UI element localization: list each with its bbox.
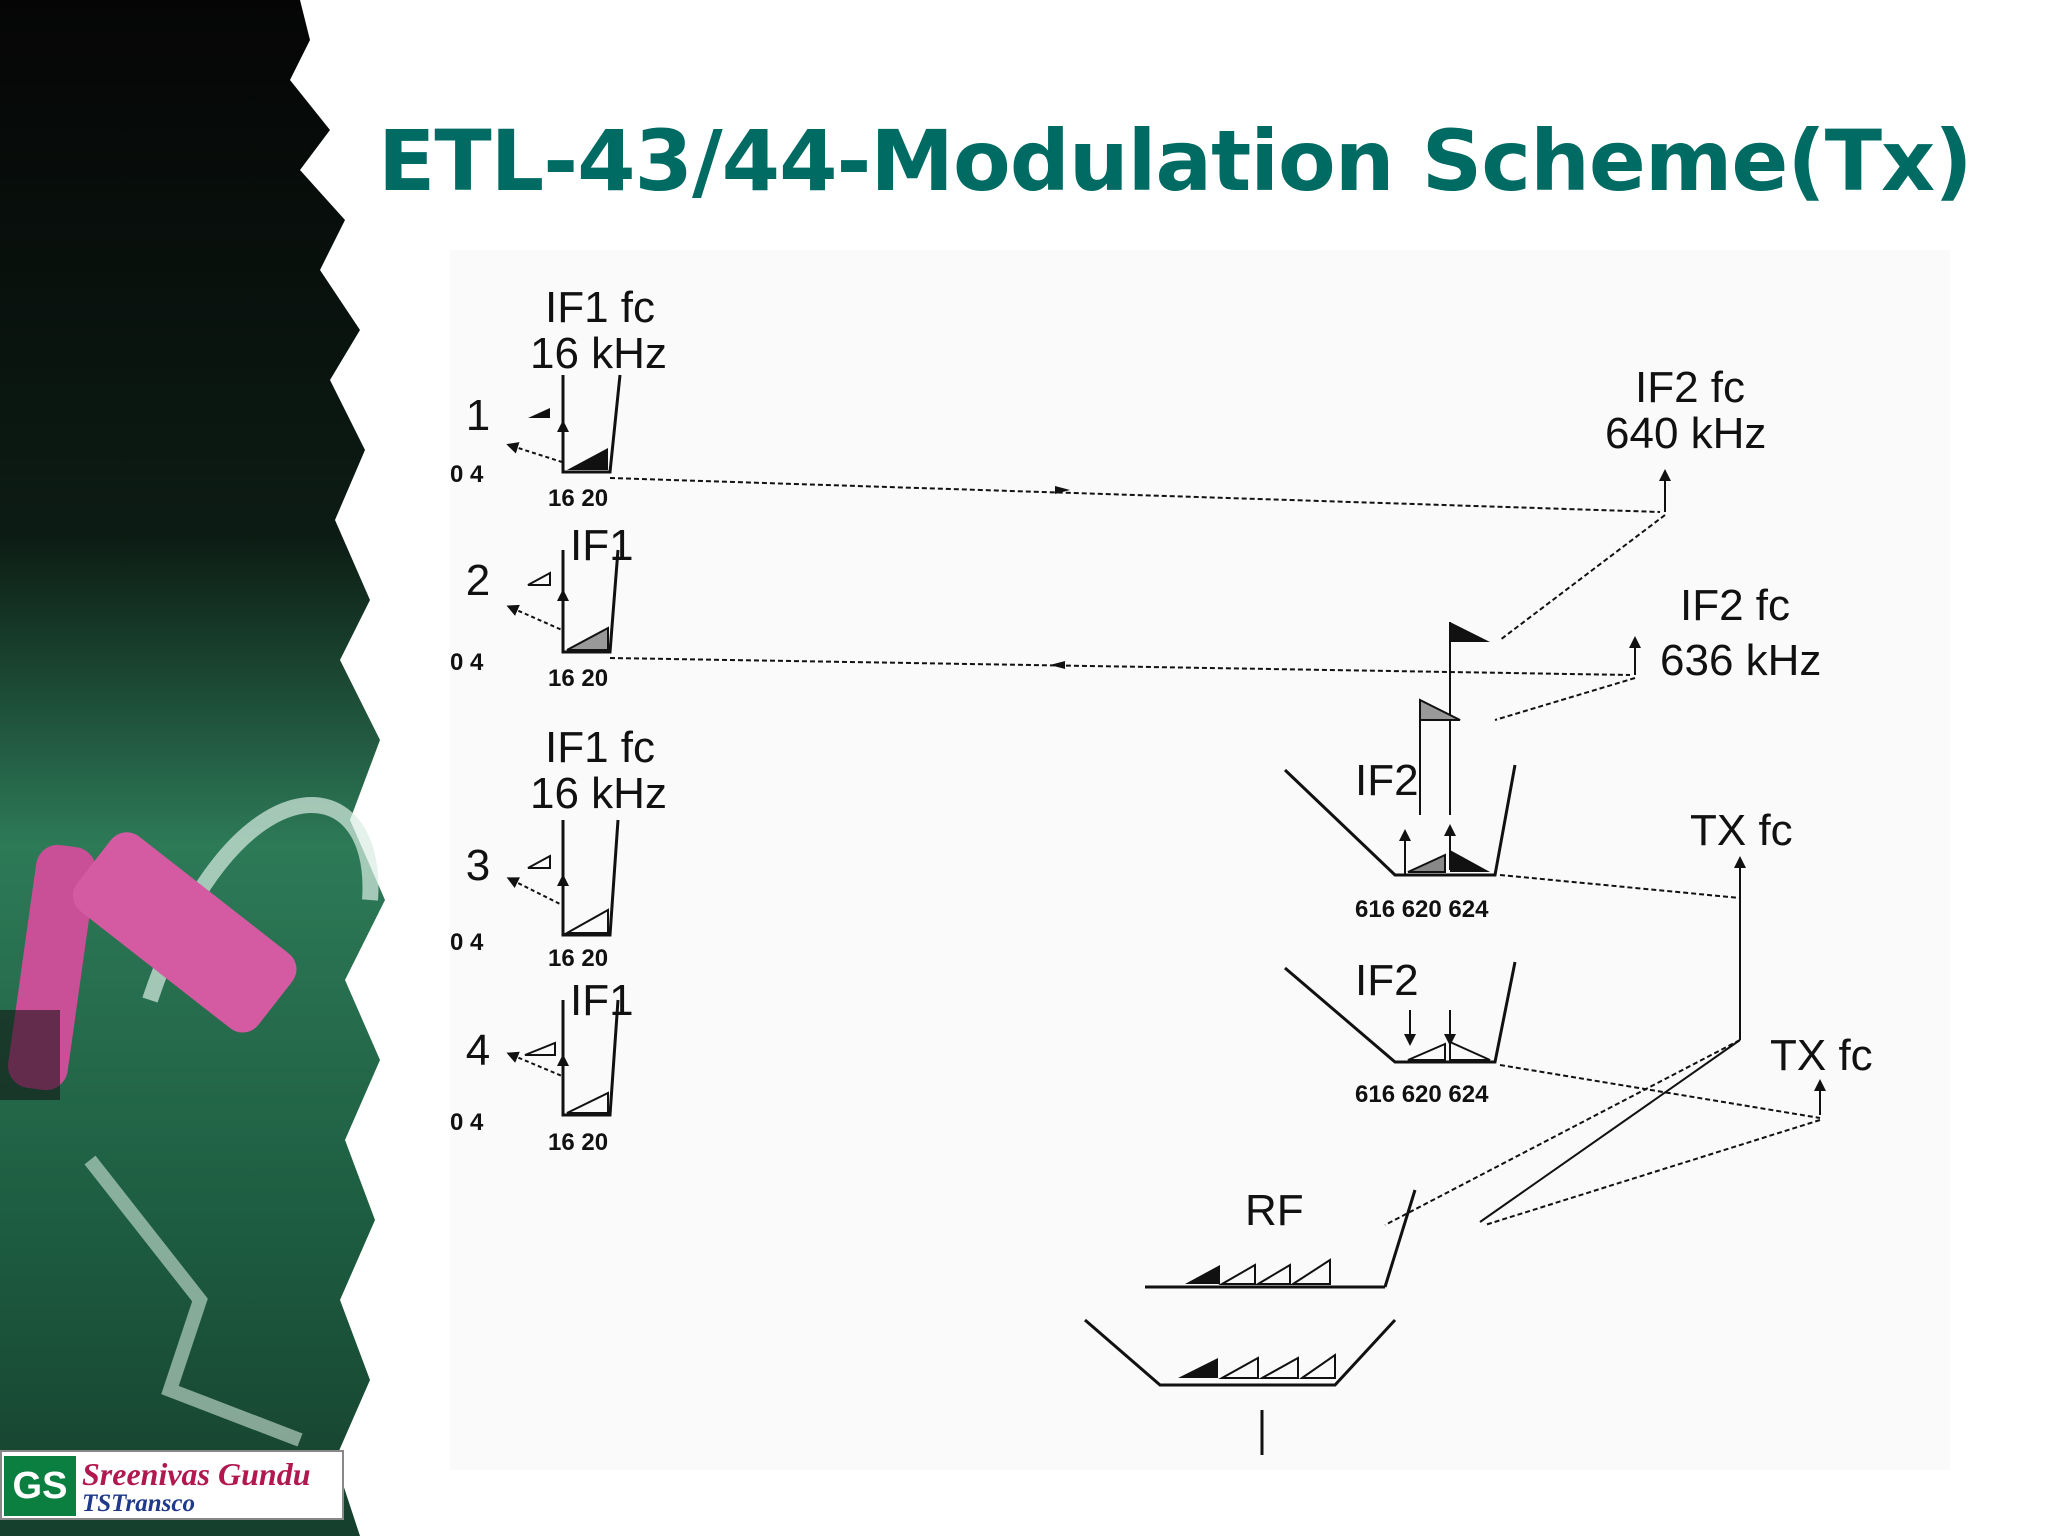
if1-freq-label-3: 16 kHz	[530, 769, 667, 818]
badge-initials: GS	[4, 1456, 76, 1516]
if1-fc-label-3: IF1 fc	[545, 723, 655, 772]
if2-fc-upper-label: IF2 fc	[1635, 363, 1745, 412]
ch2-base-ticks: 0 4	[450, 649, 484, 676]
if1-fc-label-1: IF1 fc	[545, 283, 655, 332]
rf-block: RF	[1145, 1186, 1417, 1289]
tx-fc-b-label: TX fc	[1770, 1031, 1873, 1080]
ch4-if-ticks: 16 20	[548, 1129, 608, 1156]
ch4-spectrum-icon	[524, 1041, 556, 1056]
badge-organization: TSTransco	[82, 1490, 195, 1517]
chalk-piece-2	[72, 832, 297, 1033]
ch4-base-ticks: 0 4	[450, 1109, 484, 1136]
ch2-to-if2-line	[609, 657, 1631, 676]
ch1-label: CH 1	[450, 391, 490, 440]
if2-upper-band-icon	[1450, 622, 1490, 642]
ch3-label: CH 3	[450, 841, 490, 890]
channel-2-group: IF1 CH 2 0 4 16 20	[450, 521, 1631, 692]
ch2-spectrum-icon	[527, 571, 551, 586]
author-badge: GS Sreenivas Gundu TSTransco	[0, 1450, 344, 1520]
if2-fc-lower-label: IF2 fc	[1680, 581, 1790, 630]
ch4-if1-band	[566, 1091, 609, 1114]
channel-1-group: IF1 fc 16 kHz CH 1 0 4 16 20	[450, 283, 1661, 513]
ch4-label: CH 4	[450, 1026, 490, 1075]
chalk-piece-shadow	[0, 1010, 60, 1100]
rf-label: RF	[1245, 1186, 1304, 1235]
board-texture	[0, 0, 385, 1536]
chalkboard-decoration	[0, 0, 385, 1536]
ch3-spectrum-icon	[527, 854, 551, 869]
if2-freq-upper-label: 640 kHz	[1605, 409, 1766, 458]
ch1-base-ticks: 0 4	[450, 461, 484, 488]
if2-block-a-ticks: 616 620 624	[1355, 896, 1489, 923]
if2-block-a-label: IF2	[1355, 756, 1419, 805]
if1-label-4: IF1	[570, 976, 634, 1025]
chalk-scribble	[84, 1155, 303, 1447]
ch3-if-ticks: 16 20	[548, 945, 608, 972]
ch2-label: CH 2	[450, 556, 490, 605]
if2-block-b-label: IF2	[1355, 956, 1419, 1005]
ch2-if-ticks: 16 20	[548, 665, 608, 692]
if1-label-2: IF1	[570, 521, 634, 570]
ch3-base-ticks: 0 4	[450, 929, 484, 956]
modulation-diagram: IF1 fc 16 kHz CH 1 0 4 16 20 IF1 CH 2 0 …	[450, 250, 1950, 1470]
ch1-to-if2-line	[609, 477, 1661, 513]
tx-fc-a-label: TX fc	[1690, 806, 1793, 855]
badge-author-name: Sreenivas Gundu	[82, 1456, 311, 1492]
if2-freq-lower-label: 636 kHz	[1660, 636, 1821, 685]
ch2-if1-band	[566, 626, 609, 651]
ch1-spectrum-icon	[528, 408, 550, 418]
output-filter-block	[1084, 1318, 1397, 1455]
channel-4-group: IF1 CH 4 0 4 16 20	[450, 976, 634, 1156]
ch1-if-ticks: 16 20	[548, 485, 608, 512]
channel-3-group: IF1 fc 16 kHz CH 3 0 4 16 20	[450, 723, 667, 972]
slide-title: ETL-43/44-Modulation Scheme(Tx)	[378, 112, 1973, 210]
ch1-if1-band	[567, 448, 608, 470]
if2-block-a: IF2 616 620 624	[1283, 756, 1517, 923]
if2-block-b: IF2 616 620 624	[1284, 956, 1517, 1108]
ch3-if1-band	[563, 908, 609, 934]
if2-block-b-ticks: 616 620 624	[1355, 1081, 1489, 1108]
if1-freq-label-1: 16 kHz	[530, 329, 667, 378]
